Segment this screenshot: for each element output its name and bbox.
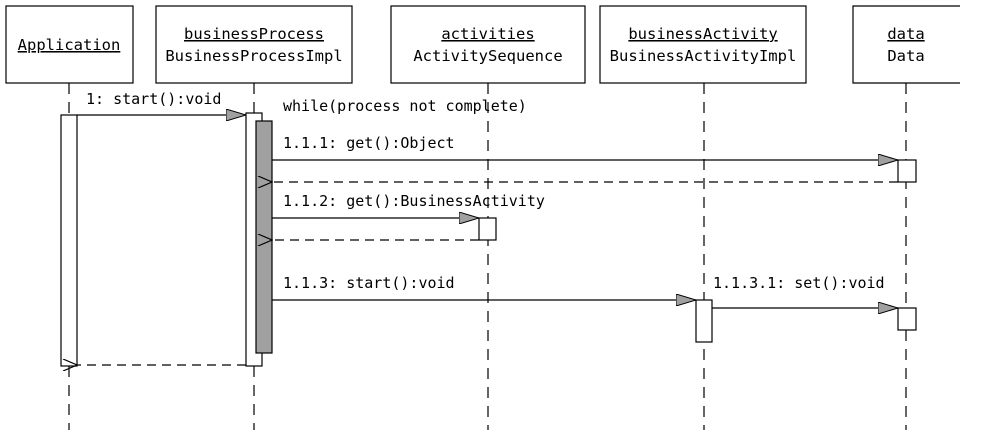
activation-activities [478,217,497,241]
lifeline-name-business-process: businessProcess [184,25,324,43]
message-label-start-activity: 1.1.3: start():void [283,274,455,292]
loop-label: while(process not complete) [283,97,527,115]
lifeline-business-activity: businessActivity BusinessActivityImpl [599,5,807,84]
activation-data-2 [897,307,917,331]
lifeline-data: data Data [852,5,960,84]
lifeline-business-process: businessProcess BusinessProcessImpl [155,5,353,84]
lifeline-type-data: Data [887,47,924,65]
message-label-set: 1.1.3.1: set():void [713,274,885,292]
lifeline-name-data: data [887,25,924,43]
activation-business-process-loop [255,120,273,354]
lifeline-box-activities [390,5,586,84]
message-label-get-object: 1.1.1: get():Object [283,134,455,152]
lifeline-box-business-process [155,5,353,84]
lifeline-name-activities: activities [441,25,534,43]
lifeline-application: Application [5,5,134,84]
lifeline-name-business-activity: businessActivity [628,25,777,43]
lifeline-activities: activities ActivitySequence [390,5,586,84]
message-label-start: 1: start():void [86,90,221,108]
message-label-get-business-activity: 1.1.2: get():BusinessActivity [283,192,545,210]
lifeline-box-business-activity [599,5,807,84]
lifeline-type-activities: ActivitySequence [413,47,562,65]
activation-data-1 [897,159,917,183]
lifeline-type-business-process: BusinessProcessImpl [165,47,342,65]
activation-application [60,114,78,367]
activation-business-activity [695,299,713,343]
lifeline-name-application: Application [18,36,121,54]
lifeline-box-data [852,5,960,84]
lifeline-box-application [5,5,134,84]
lifeline-type-business-activity: BusinessActivityImpl [610,47,797,65]
